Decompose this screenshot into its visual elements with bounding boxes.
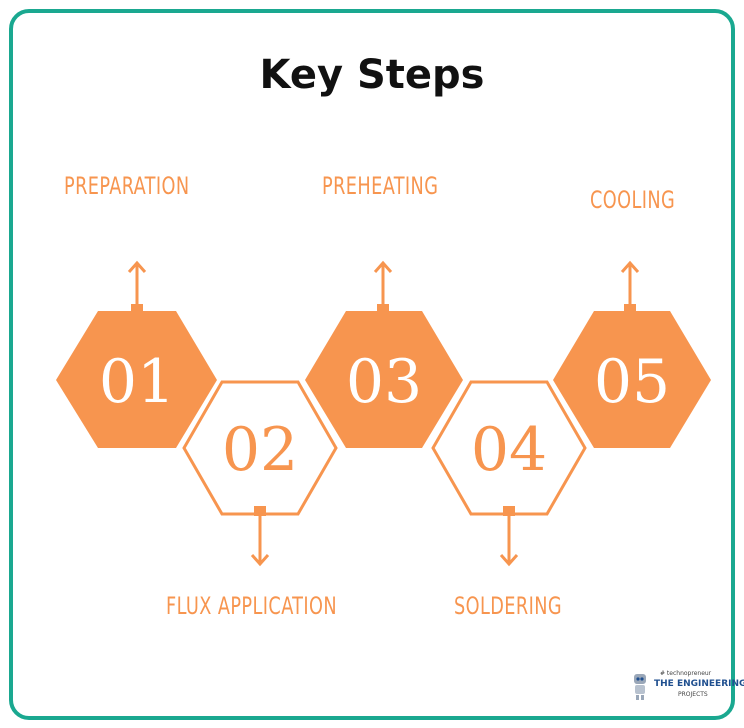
arrow-head-05 [620,260,640,273]
step-number-03: 03 [346,347,422,417]
connector-05 [624,304,636,314]
step-label-01: PREPARATION [64,172,190,200]
logo: # technopreneur THE ENGINEERING PROJECTS [630,664,744,706]
arrow-head-02 [250,554,270,567]
hexagon-04 [431,380,587,516]
arrow-head-03 [373,260,393,273]
step-label-04: SOLDERING [454,592,563,620]
logo-tagline: # technopreneur [660,670,712,677]
step-01: 01 [56,260,217,448]
arrow-head-04 [499,554,519,567]
hexagon-03 [305,311,463,448]
page-title: Key Steps [259,52,485,98]
step-04: 04 [431,380,587,567]
logo-sub: PROJECTS [678,691,708,698]
step-number-02: 02 [222,415,298,485]
arrow-head-01 [127,260,147,273]
connector-03 [377,304,389,314]
connector-04 [503,506,515,516]
logo-name: THE ENGINEERING [654,679,744,689]
step-label-03: PREHEATING [322,172,439,200]
step-number-05: 05 [594,347,670,417]
step-label-05: COOLING [590,186,676,214]
step-03: 03 [305,260,463,448]
hexagon-05 [553,311,711,448]
hexagon-02 [182,380,338,516]
step-label-02: FLUX APPLICATION [166,592,338,620]
step-number-01: 01 [99,347,175,417]
robot-icon [634,674,646,700]
hexagon-01 [56,311,217,448]
step-05: 05 [553,260,711,448]
step-number-04: 04 [471,415,547,485]
connector-02 [254,506,266,516]
step-02: 02 [182,380,338,567]
connector-01 [131,304,143,314]
